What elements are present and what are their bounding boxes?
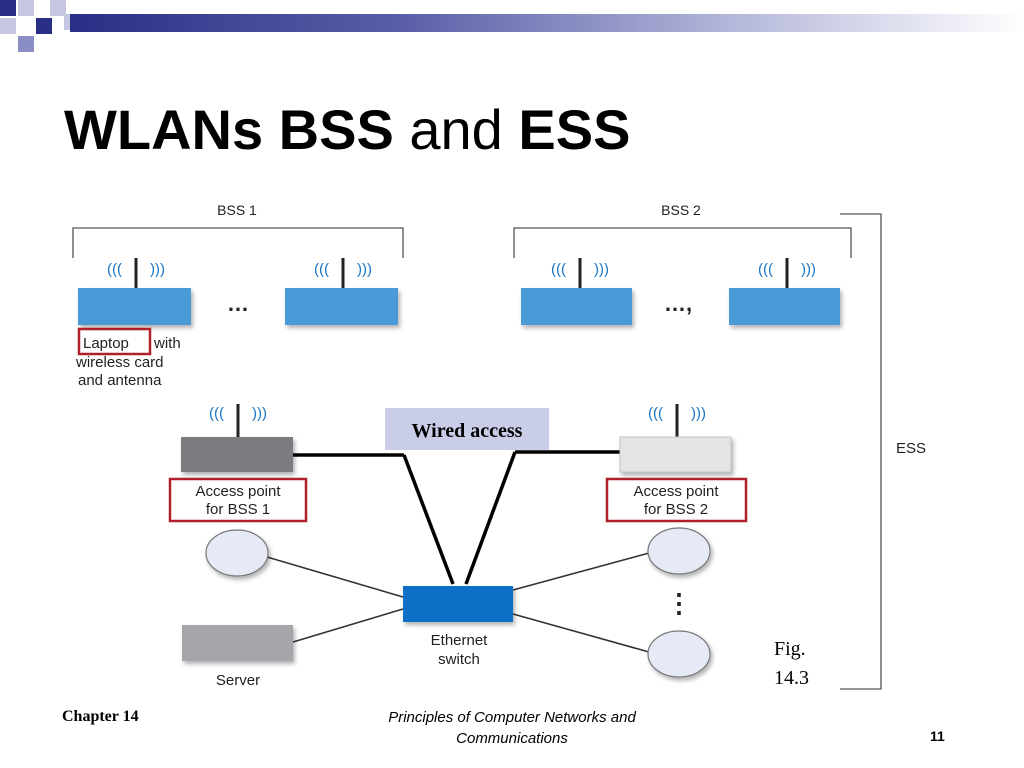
corner-square-mid-1: [18, 36, 34, 52]
laptop-3: ((( ))): [521, 258, 632, 325]
title-part-ess: ESS: [518, 98, 631, 161]
wired-access-box: [385, 408, 549, 450]
server-label: Server: [216, 672, 260, 689]
laptop-with-label: with: [153, 335, 181, 352]
access-point-box: [181, 437, 293, 472]
ap1-label-line1: Access point: [195, 483, 281, 500]
more-nodes-dots: ⋮: [666, 588, 692, 618]
figure-caption-line1: Fig.: [774, 638, 806, 660]
switch-label-line1: Ethernet: [431, 632, 489, 649]
title-part-wlans-bss: WLANs BSS: [64, 98, 394, 161]
corner-square-navy-1: [0, 0, 16, 16]
server-box: [182, 625, 293, 661]
laptop-box: [78, 288, 191, 325]
access-point-2: ((( ))): [619, 404, 732, 473]
signal-right-icon: ))): [594, 261, 609, 278]
laptop-label: Laptop: [83, 335, 129, 352]
signal-right-icon: ))): [150, 261, 165, 278]
footer-book-line2: Communications: [456, 730, 568, 747]
laptop-box: [521, 288, 632, 325]
signal-left-icon: (((: [648, 405, 663, 422]
bss1-ellipsis: …: [227, 291, 249, 316]
signal-left-icon: (((: [758, 261, 773, 278]
laptop-1: ((( ))): [78, 258, 191, 325]
ap2-label-line1: Access point: [633, 483, 719, 500]
laptop-4: ((( ))): [729, 258, 840, 325]
ap1-highlight-box: [168, 477, 308, 523]
signal-right-icon: ))): [357, 261, 372, 278]
footer-page-number: 11: [930, 728, 945, 744]
bss2-ellipsis: …,: [664, 291, 692, 316]
lan-links: [266, 552, 650, 653]
footer-book-title: Principles of Computer Networks and Comm…: [352, 707, 672, 749]
signal-left-icon: (((: [209, 405, 224, 422]
access-point-1: ((( ))): [181, 404, 293, 472]
laptop-highlight-box: [77, 327, 152, 356]
ap2-highlight-box: [605, 477, 748, 523]
bss2-label: BSS 2: [661, 202, 701, 218]
ess-label: ESS: [896, 440, 926, 457]
laptop-caption-line2: wireless card: [75, 354, 164, 371]
access-point-box: [619, 436, 732, 473]
signal-left-icon: (((: [107, 261, 122, 278]
wired-access-label: Wired access: [412, 420, 523, 442]
signal-right-icon: ))): [252, 405, 267, 422]
footer-chapter: Chapter 14: [62, 708, 139, 725]
header-banner: [70, 14, 1024, 32]
laptop-2: ((( ))): [285, 258, 398, 325]
slide-title: WLANs BSS and ESS: [64, 96, 630, 164]
lan-node-left: [205, 529, 269, 577]
laptop-caption-line3: and antenna: [78, 372, 162, 389]
footer-book-line1: Principles of Computer Networks and: [388, 709, 636, 726]
bss1-bracket: [72, 227, 404, 258]
corner-square-light-2: [0, 18, 16, 34]
signal-left-icon: (((: [314, 261, 329, 278]
signal-right-icon: ))): [801, 261, 816, 278]
lan-node-right-bottom: [647, 630, 711, 678]
figure-caption-line2: 14.3: [774, 667, 809, 689]
title-part-and: and: [409, 98, 503, 161]
wired-links: [293, 450, 623, 585]
ethernet-switch-box: [403, 586, 513, 622]
bss2-bracket: [513, 227, 852, 258]
corner-square-navy-2: [36, 18, 52, 34]
switch-label-line2: switch: [438, 651, 480, 668]
laptop-box: [285, 288, 398, 325]
bss1-label: BSS 1: [217, 202, 257, 218]
signal-right-icon: ))): [691, 405, 706, 422]
lan-node-right-top: [647, 527, 711, 575]
ess-bracket: [840, 213, 882, 690]
laptop-box: [729, 288, 840, 325]
signal-left-icon: (((: [551, 261, 566, 278]
corner-square-light-1: [18, 0, 34, 16]
ap1-label-line2: for BSS 1: [206, 501, 270, 518]
corner-square-light-3: [50, 0, 66, 16]
ap2-label-line2: for BSS 2: [644, 501, 708, 518]
